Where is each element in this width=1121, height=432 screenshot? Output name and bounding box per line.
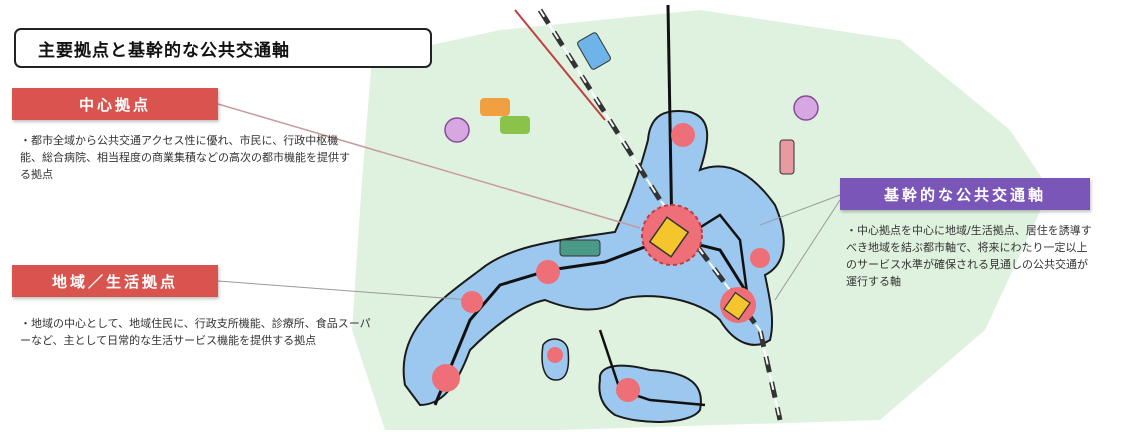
hub-small (547, 347, 563, 363)
rail-line-2 (514, 9, 606, 121)
rail-line-inner (539, 9, 781, 421)
hub-north (671, 123, 695, 147)
station-building (648, 216, 690, 258)
station-east (723, 291, 751, 321)
hub-south (616, 378, 640, 402)
train-icon (577, 32, 611, 70)
pin-icon-right (793, 95, 819, 121)
regional-hub-label: 地域／生活拠点 (12, 265, 218, 297)
connector-trunk-1 (759, 194, 841, 226)
hub-west (536, 260, 560, 284)
hub-east-2 (750, 248, 770, 268)
trunk-line-a (666, 4, 674, 241)
hub-southwest (432, 364, 460, 392)
center-hub-description: ・都市全域から公共交通アクセス性に優れ、市民に、行政中枢機能、総合病院、相当程度… (20, 134, 350, 181)
regional-hub-description: ・地域の中心として、地域住民に、行政支所機能、診療所、食品スーパーなど、主として… (20, 317, 371, 347)
hub-west-2 (461, 291, 483, 313)
urban-corridor (402, 110, 785, 407)
trunk-axis-description: ・中心拠点を中心に地域/生活拠点、居住を誘導すべき地域を結ぶ都市軸で、将来にわた… (846, 224, 1092, 288)
connector-trunk-2 (774, 199, 841, 301)
vehicle-icons (480, 98, 530, 134)
center-hub-label: 中心拠点 (12, 88, 218, 120)
bus-icon (559, 239, 601, 257)
tram-icon (779, 139, 795, 175)
diagram-title: 主要拠点と基幹的な公共交通軸 (14, 28, 432, 68)
connector-center (217, 103, 641, 229)
connector-regional (217, 280, 471, 301)
trunk-axis-label: 基幹的な公共交通軸 (840, 178, 1090, 210)
pin-icon-left (444, 117, 470, 143)
